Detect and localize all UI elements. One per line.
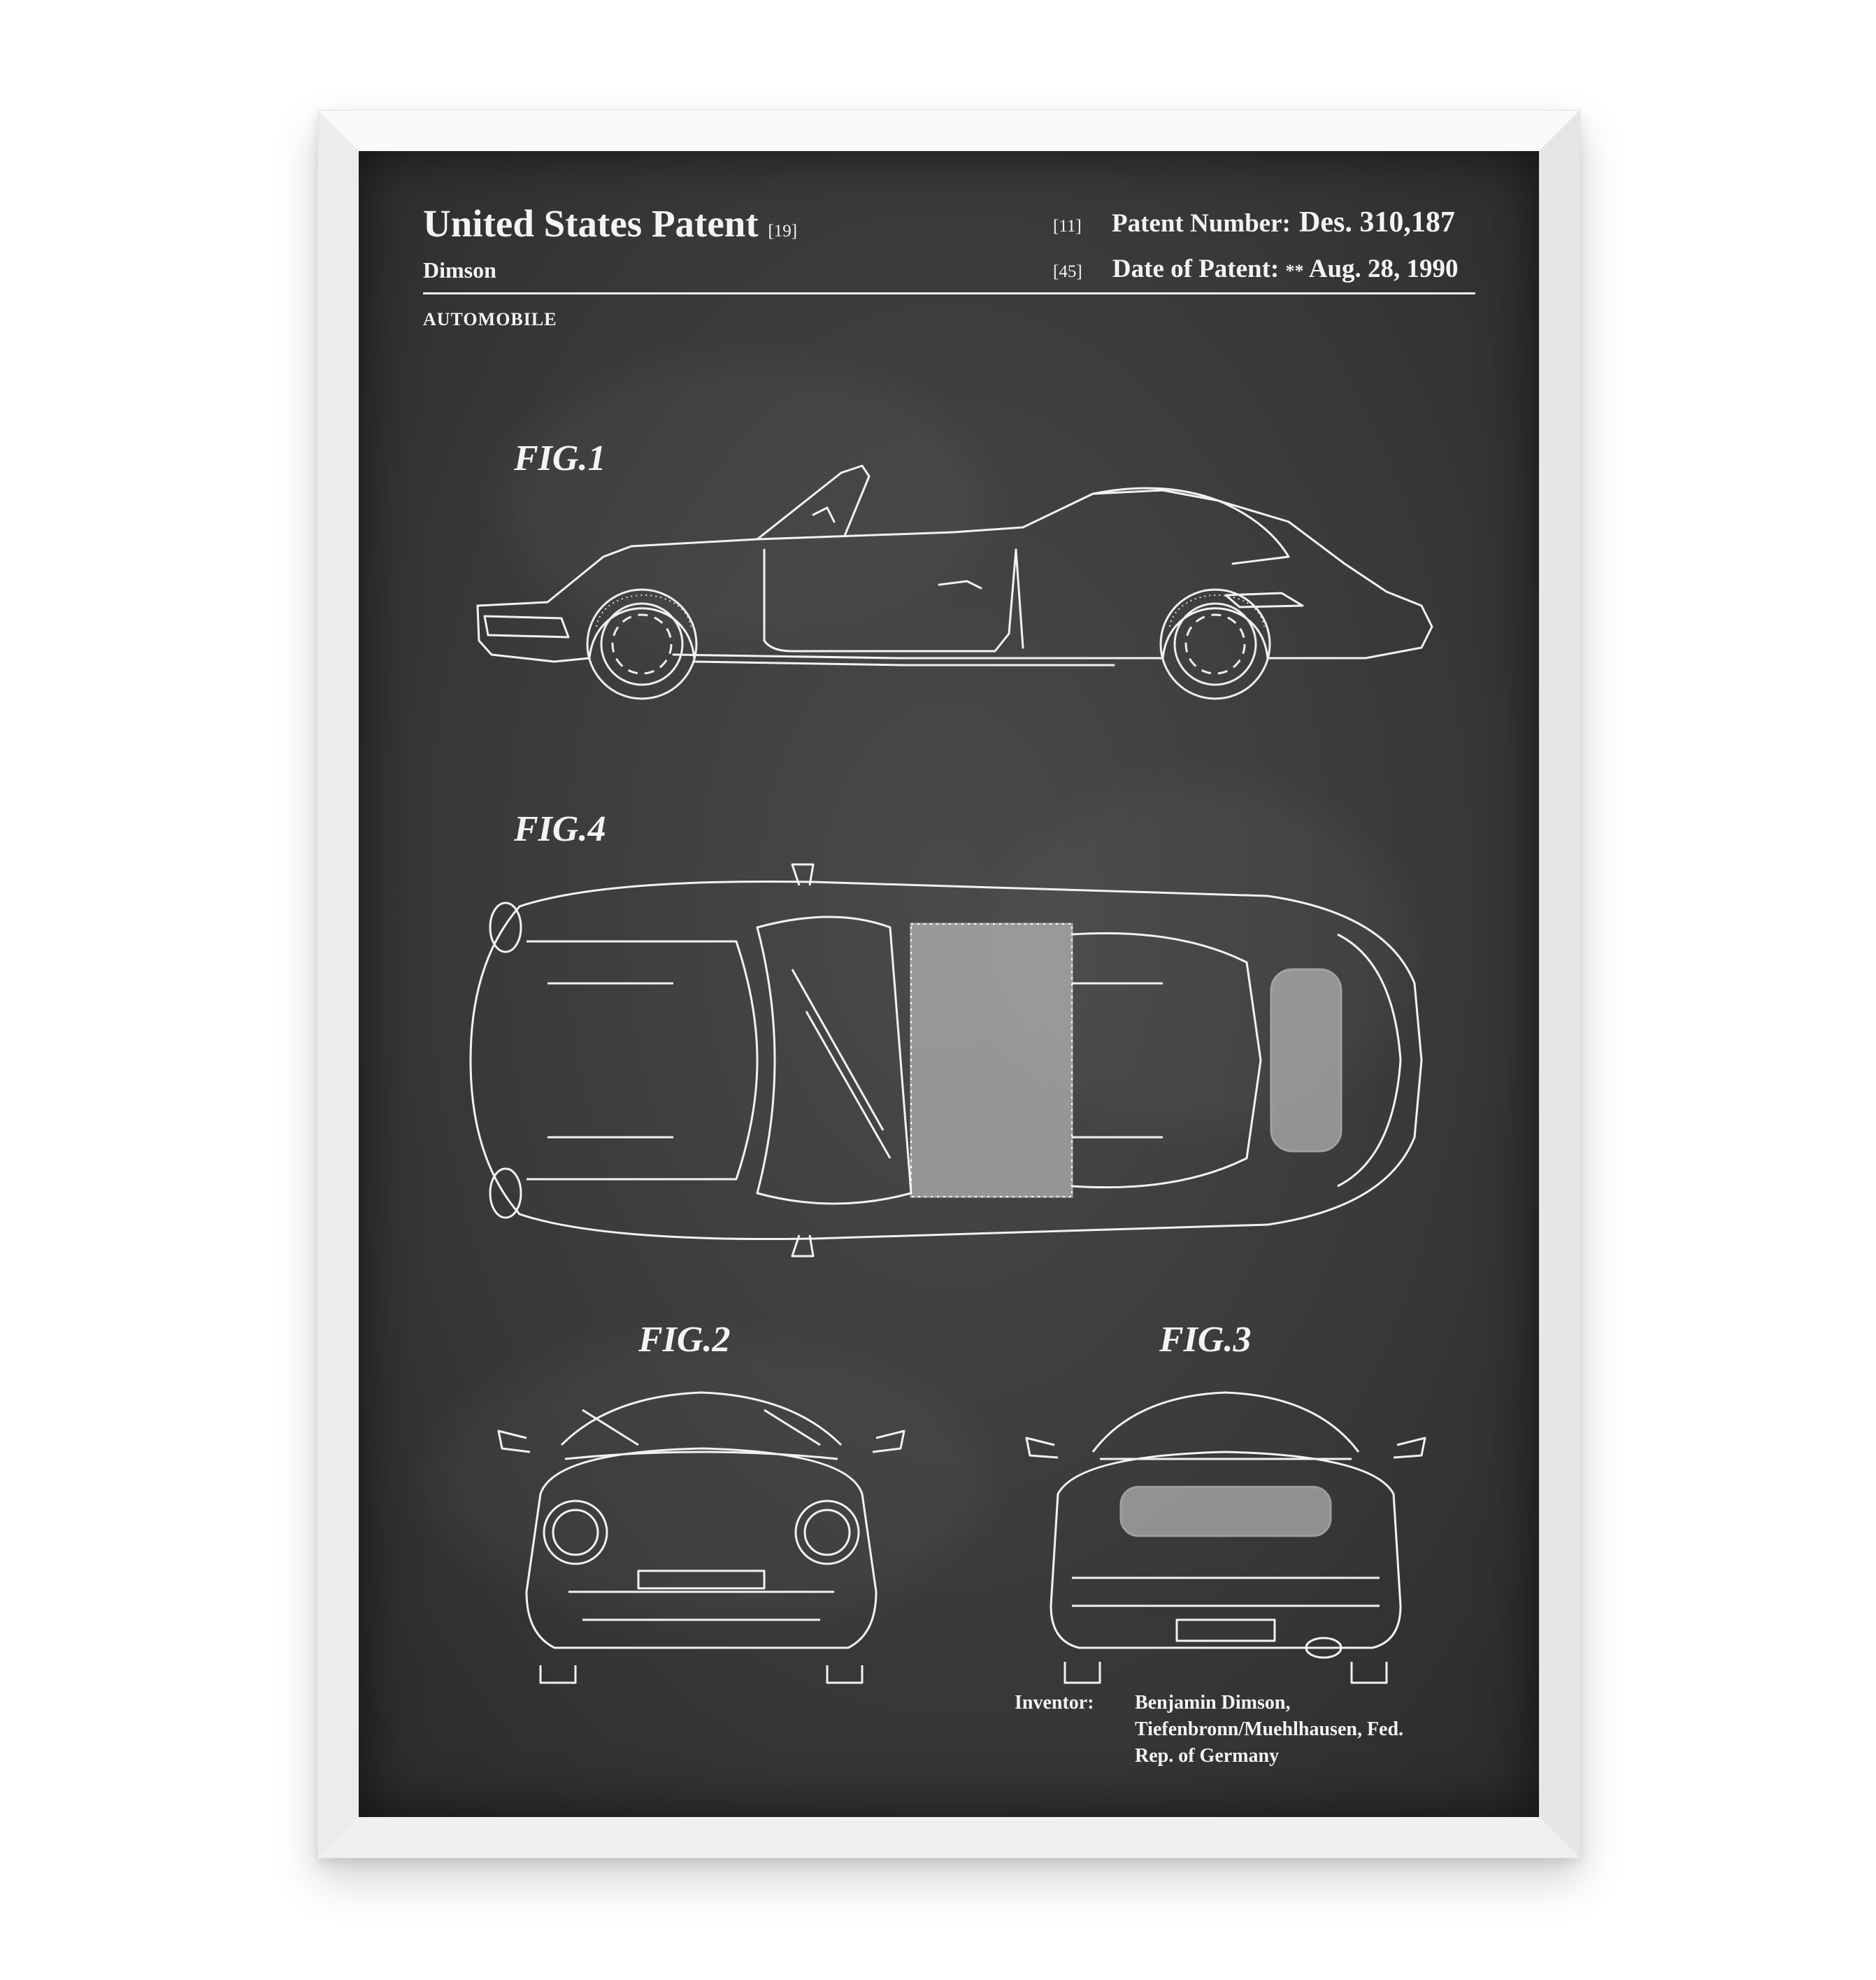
patent-number-value: Des. 310,187 (1299, 206, 1455, 238)
patent-date-marks: ** (1285, 261, 1304, 281)
fig2-label: FIG.2 (638, 1320, 731, 1360)
fig1-side-view-drawing (464, 417, 1442, 718)
patent-number-ref: [11] (1053, 217, 1082, 236)
patent-date-row: [45] Date of Patent: ** Aug. 28, 1990 (1053, 254, 1459, 284)
fig1-label: FIG.1 (514, 439, 606, 478)
inventor-label: Inventor: (1015, 1692, 1094, 1714)
patent-number-row: [11] Patent Number: (1053, 208, 1291, 238)
patent-date-ref: [45] (1053, 262, 1082, 281)
frame-bevel (318, 111, 1580, 1858)
fig3-rear-view-drawing (1023, 1382, 1429, 1690)
chalkboard-print: United States Patent [19] Dimson [11] Pa… (359, 151, 1539, 1817)
fig4-top-view-drawing (464, 864, 1442, 1256)
patent-date-value: Aug. 28, 1990 (1308, 255, 1459, 283)
inventor-surname: Dimson (423, 257, 496, 283)
patent-title: United States Patent [19] (423, 201, 797, 245)
fig2-front-view-drawing (499, 1382, 904, 1690)
patent-number-label: Patent Number: (1111, 209, 1291, 238)
patent-title-text: United States Patent (423, 202, 759, 245)
fig3-engine-grille-hatch (1121, 1487, 1331, 1536)
inventor-address-line1: Tiefenbronn/Muehlhausen, Fed. (1135, 1718, 1404, 1740)
patent-date-label: Date of Patent: (1112, 255, 1280, 283)
patent-title-ref: [19] (768, 222, 798, 241)
inventor-name: Benjamin Dimson, (1135, 1692, 1291, 1714)
patent-subject: AUTOMOBILE (423, 309, 557, 329)
fig4-engine-grille-hatch (1271, 969, 1341, 1151)
inventor-address-line2: Rep. of Germany (1135, 1745, 1280, 1767)
header-rule (423, 292, 1475, 294)
poster-frame: United States Patent [19] Dimson [11] Pa… (317, 110, 1580, 1858)
fig4-label: FIG.4 (514, 809, 606, 849)
fig4-soft-top-hatch (911, 924, 1072, 1197)
fig3-label: FIG.3 (1159, 1320, 1252, 1360)
